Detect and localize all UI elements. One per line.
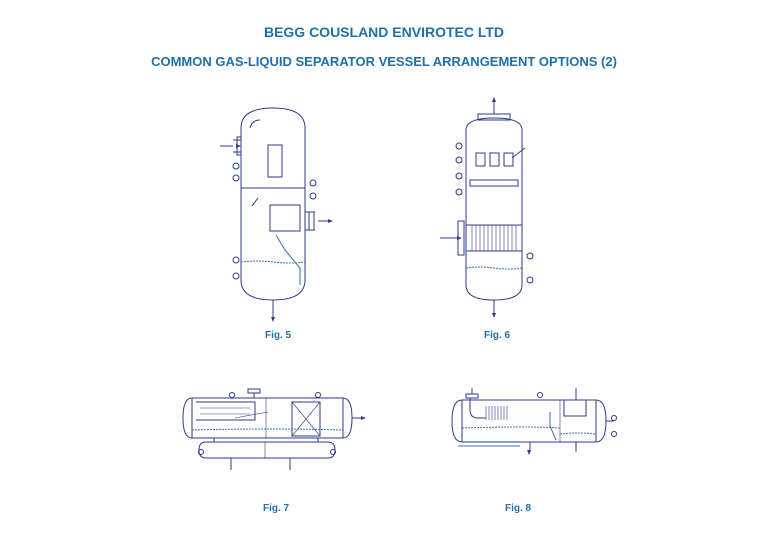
- fig8-label: Fig. 8: [505, 503, 532, 514]
- fig6-label: Fig. 6: [484, 330, 511, 341]
- fig5-vessel: [220, 107, 330, 318]
- company-title: BEGG COUSLAND ENVIROTEC LTD: [263, 24, 505, 40]
- fig6-vessel: [440, 100, 534, 314]
- fig8-vessel: [451, 388, 617, 452]
- fig5-label: Fig. 5: [265, 330, 292, 341]
- fig7-label: Fig. 7: [263, 503, 290, 514]
- fig7-vessel: [182, 388, 362, 470]
- page-subtitle: COMMON GAS-LIQUID SEPARATOR VESSEL ARRAN…: [151, 54, 617, 69]
